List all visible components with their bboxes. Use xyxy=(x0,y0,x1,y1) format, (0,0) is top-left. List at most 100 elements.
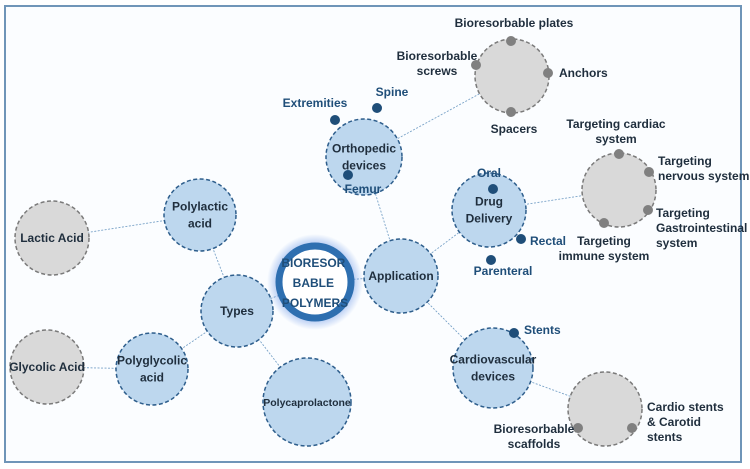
satellite-drug: Parenteral xyxy=(474,255,533,278)
satellite-ortho_sub: Anchors xyxy=(543,66,608,80)
node-label-line: Glycolic Acid xyxy=(9,360,85,374)
satellite-label: Femur xyxy=(345,182,382,196)
satellite-ortho_sub: Spacers xyxy=(491,107,538,136)
center-circle xyxy=(275,242,355,322)
satellite-dot xyxy=(471,60,481,70)
node-glycolic: Glycolic Acid xyxy=(9,329,85,405)
node-label-line: acid xyxy=(188,217,212,231)
node-types: Types xyxy=(200,274,274,348)
satellite-dot xyxy=(488,184,498,194)
node-circle xyxy=(474,38,550,114)
node-cardio_sub xyxy=(567,371,643,447)
node-circle xyxy=(451,172,527,248)
satellite-label-line: Spacers xyxy=(491,122,538,136)
center-label-line: POLYMERS xyxy=(282,296,348,310)
satellite-label-line: Anchors xyxy=(559,66,608,80)
node-ortho_sub xyxy=(474,38,550,114)
node-lactic: Lactic Acid xyxy=(14,200,90,276)
satellite-dot xyxy=(599,218,609,228)
satellite-label-line: Targeting cardiac xyxy=(566,117,665,131)
node-polylactic: Polylactic acid xyxy=(163,178,237,252)
node-label-line: Polylactic xyxy=(172,200,228,214)
satellite-label-line: stents xyxy=(647,430,683,444)
satellite-dot xyxy=(509,328,519,338)
satellite-dot xyxy=(543,68,553,78)
node-circle xyxy=(581,152,657,228)
node-label-line: acid xyxy=(140,371,164,385)
satellite-label-line: Extremities xyxy=(283,96,348,110)
satellite-label-line: Parenteral xyxy=(474,264,533,278)
node-label-line: Orthopedic xyxy=(332,142,396,156)
node-circle xyxy=(200,274,274,348)
satellite-label-line: Targeting xyxy=(656,206,710,220)
satellite-label: Oral xyxy=(477,166,501,180)
satellite-label: Rectal xyxy=(530,234,566,248)
satellite-label: Extremities xyxy=(283,96,348,110)
satellite-label: Spacers xyxy=(491,122,538,136)
node-label-line: Application xyxy=(368,269,433,283)
satellite-label-line: Targeting xyxy=(577,234,631,248)
satellite-dot xyxy=(644,167,654,177)
satellite-dot xyxy=(486,255,496,265)
satellite-ortho_sub: Bioresorbable plates xyxy=(455,16,574,46)
satellite-drug: Rectal xyxy=(516,234,566,248)
satellite-orthopedic: Femur xyxy=(343,170,382,196)
node-label-line: Types xyxy=(220,304,254,318)
satellite-label: Parenteral xyxy=(474,264,533,278)
node-circle xyxy=(452,327,534,409)
satellite-label-line: Spine xyxy=(376,85,409,99)
satellite-label-line: Rectal xyxy=(530,234,566,248)
node-label: Types xyxy=(220,304,254,318)
satellite-label-line: Stents xyxy=(524,323,561,337)
satellite-dot xyxy=(506,36,516,46)
satellite-label: Bioresorbable plates xyxy=(455,16,574,30)
satellite-label: Anchors xyxy=(559,66,608,80)
satellite-label: Stents xyxy=(524,323,561,337)
satellite-label-line: Cardio stents xyxy=(647,400,724,414)
satellite-dot xyxy=(627,423,637,433)
node-label-line: Polyglycolic xyxy=(117,354,187,368)
satellite-label-line: Bioresorbable xyxy=(494,422,575,436)
satellite-label-line: system xyxy=(595,132,636,146)
svg-text:BIORESOR BABLE POL: BIORESOR BABLE POLYMERS xyxy=(281,256,348,310)
satellite-drug: Oral xyxy=(477,166,501,194)
node-label-line: Delivery xyxy=(466,212,513,226)
satellite-dot xyxy=(506,107,516,117)
satellite-dot xyxy=(516,234,526,244)
node-label: Polylactic acid xyxy=(172,200,228,231)
satellite-label-line: nervous system xyxy=(658,169,749,183)
satellite-label-line: Oral xyxy=(477,166,501,180)
node-circle xyxy=(163,178,237,252)
satellite-label-line: Targeting xyxy=(658,154,712,168)
center-label-line: BIORESOR xyxy=(281,256,345,270)
node-label: Application xyxy=(368,269,433,283)
node-polyglycolic: Polyglycolic acid xyxy=(115,332,189,406)
node-label: Lactic Acid xyxy=(20,231,84,245)
node-drug_sub xyxy=(581,152,657,228)
satellite-label-line: screws xyxy=(417,64,458,78)
node-circle xyxy=(9,329,85,405)
satellite-orthopedic: Extremities xyxy=(283,96,348,125)
satellite-label-line: Bioresorbable plates xyxy=(455,16,574,30)
node-application: Application xyxy=(363,238,439,314)
satellite-dot xyxy=(643,205,653,215)
node-circle xyxy=(567,371,643,447)
